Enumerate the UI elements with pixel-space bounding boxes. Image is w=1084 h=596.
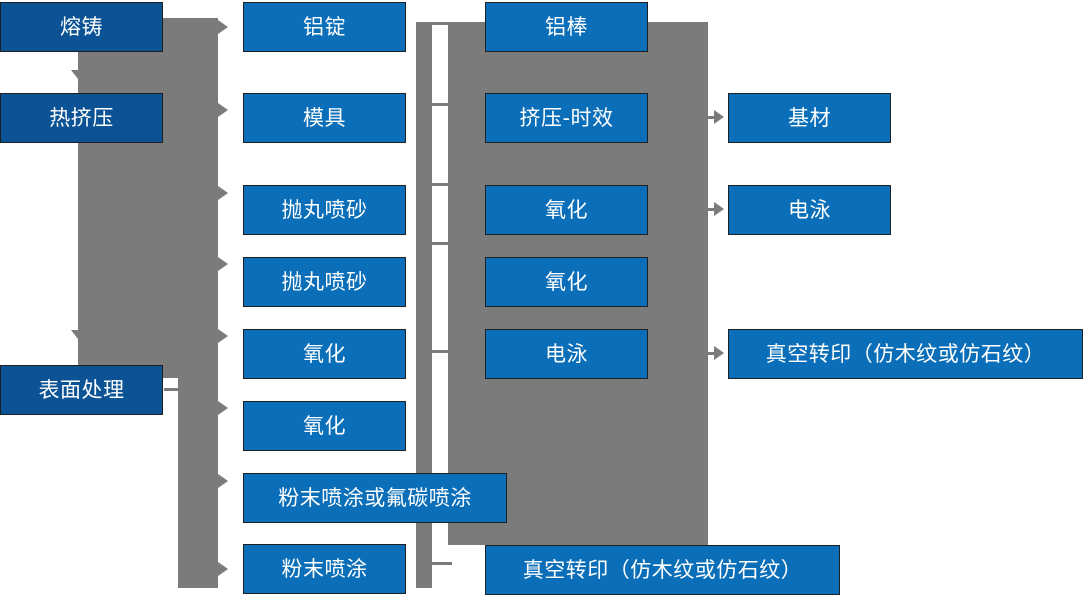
- step2-box-extrusion-aging[interactable]: 挤压-时效: [485, 93, 648, 143]
- step2-box-vacuum-transfer[interactable]: 真空转印（仿木纹或仿石纹）: [485, 542, 843, 595]
- stage-box-surface-treatment[interactable]: 表面处理: [0, 362, 166, 415]
- connector-stem-to-vacuum-transfer: [708, 352, 716, 355]
- connector-arrow-to-vacuum-transfer: [714, 346, 724, 360]
- step1-box-aluminum-ingot[interactable]: 铝锭: [243, 0, 409, 52]
- step2-label-electrophoresis: 电泳: [545, 341, 588, 366]
- connector-arrow-to-aluminum-ingot: [218, 20, 228, 34]
- step1-box-shot-blasting-2[interactable]: 抛丸喷砂: [243, 254, 409, 307]
- output-label-vacuum-transfer: 真空转印（仿木纹或仿石纹）: [765, 341, 1046, 366]
- step1-box-shot-blasting-1[interactable]: 抛丸喷砂: [243, 182, 409, 235]
- output-label-electrophoresis: 电泳: [788, 197, 831, 222]
- step1-label-shot-blasting-2: 抛丸喷砂: [281, 269, 368, 294]
- connector-tie-1: [432, 22, 452, 25]
- connector-arrow-to-oxidation-1: [218, 329, 228, 343]
- step1-box-powder-or-fluorocarbon-coating[interactable]: 粉末喷涂或氟碳喷涂: [243, 470, 510, 523]
- step1-label-powder-coating: 粉末喷涂: [281, 556, 368, 581]
- connector-arrow-to-mold: [218, 103, 228, 117]
- stage-label-melting-casting: 熔铸: [60, 14, 103, 39]
- connector-arrow-down-to-surface-treatment: [71, 330, 85, 339]
- step2-box-oxidation-2[interactable]: 氧化: [485, 257, 648, 307]
- step2-box-aluminum-bar[interactable]: 铝棒: [485, 2, 648, 52]
- step1-label-powder-or-fluorocarbon-coating: 粉末喷涂或氟碳喷涂: [278, 485, 472, 510]
- connector-arrow-to-powder-or-fluorocarbon-coating: [218, 474, 228, 488]
- connector-arrow-to-powder-coating: [218, 562, 228, 576]
- stage-box-hot-extrusion[interactable]: 热挤压: [0, 90, 166, 143]
- step2-label-extrusion-aging: 挤压-时效: [519, 105, 614, 130]
- connector-arrow-to-base-material: [714, 110, 724, 124]
- step2-box-oxidation-1[interactable]: 氧化: [485, 185, 648, 235]
- step1-label-shot-blasting-1: 抛丸喷砂: [281, 197, 368, 222]
- output-box-vacuum-transfer[interactable]: 真空转印（仿木纹或仿石纹）: [728, 326, 1084, 379]
- step2-box-electrophoresis[interactable]: 电泳: [485, 329, 648, 379]
- output-label-base-material: 基材: [788, 105, 831, 130]
- connector-stem-to-base-material: [708, 116, 716, 119]
- step1-box-oxidation-2[interactable]: 氧化: [243, 398, 409, 451]
- connector-arrow-down-to-hot-extrusion: [71, 70, 85, 79]
- step2-label-oxidation-2: 氧化: [545, 269, 588, 294]
- step1-box-powder-coating[interactable]: 粉末喷涂: [243, 541, 409, 594]
- connector-column1-spine: [178, 18, 218, 588]
- connector-bridge-bar-a-bottom: [416, 522, 432, 588]
- connector-arrow-to-shot-blasting-1: [218, 186, 228, 200]
- connector-arrow-to-oxidation-2: [218, 401, 228, 415]
- step1-box-oxidation-1[interactable]: 氧化: [243, 326, 409, 379]
- step1-box-mold[interactable]: 模具: [243, 90, 409, 143]
- step1-label-oxidation-1: 氧化: [303, 341, 346, 366]
- connector-arrow-to-electrophoresis: [714, 202, 724, 216]
- connector-bridge-bar-a-top: [416, 22, 432, 506]
- connector-stem-to-electrophoresis: [708, 208, 716, 211]
- connector-arrow-to-shot-blasting-2: [218, 257, 228, 271]
- stage-label-hot-extrusion: 热挤压: [49, 105, 114, 130]
- connector-tie-2: [432, 103, 452, 106]
- connector-surface-treatment-stub: [164, 388, 184, 391]
- step2-label-vacuum-transfer: 真空转印（仿木纹或仿石纹）: [522, 557, 803, 582]
- step1-label-aluminum-ingot: 铝锭: [303, 14, 346, 39]
- connector-tie-4: [432, 242, 452, 245]
- output-box-base-material[interactable]: 基材: [728, 90, 894, 143]
- output-box-electrophoresis[interactable]: 电泳: [728, 182, 894, 235]
- connector-tie-6: [432, 562, 452, 565]
- step1-label-oxidation-2: 氧化: [303, 413, 346, 438]
- connector-stage-spine: [78, 18, 178, 378]
- connector-tie-5: [432, 350, 452, 353]
- stage-box-melting-casting[interactable]: 熔铸: [0, 0, 166, 52]
- step2-label-oxidation-1: 氧化: [545, 197, 588, 222]
- connector-tie-3: [432, 183, 452, 186]
- stage-label-surface-treatment: 表面处理: [38, 377, 125, 402]
- step2-label-aluminum-bar: 铝棒: [545, 14, 588, 39]
- step1-label-mold: 模具: [303, 105, 346, 130]
